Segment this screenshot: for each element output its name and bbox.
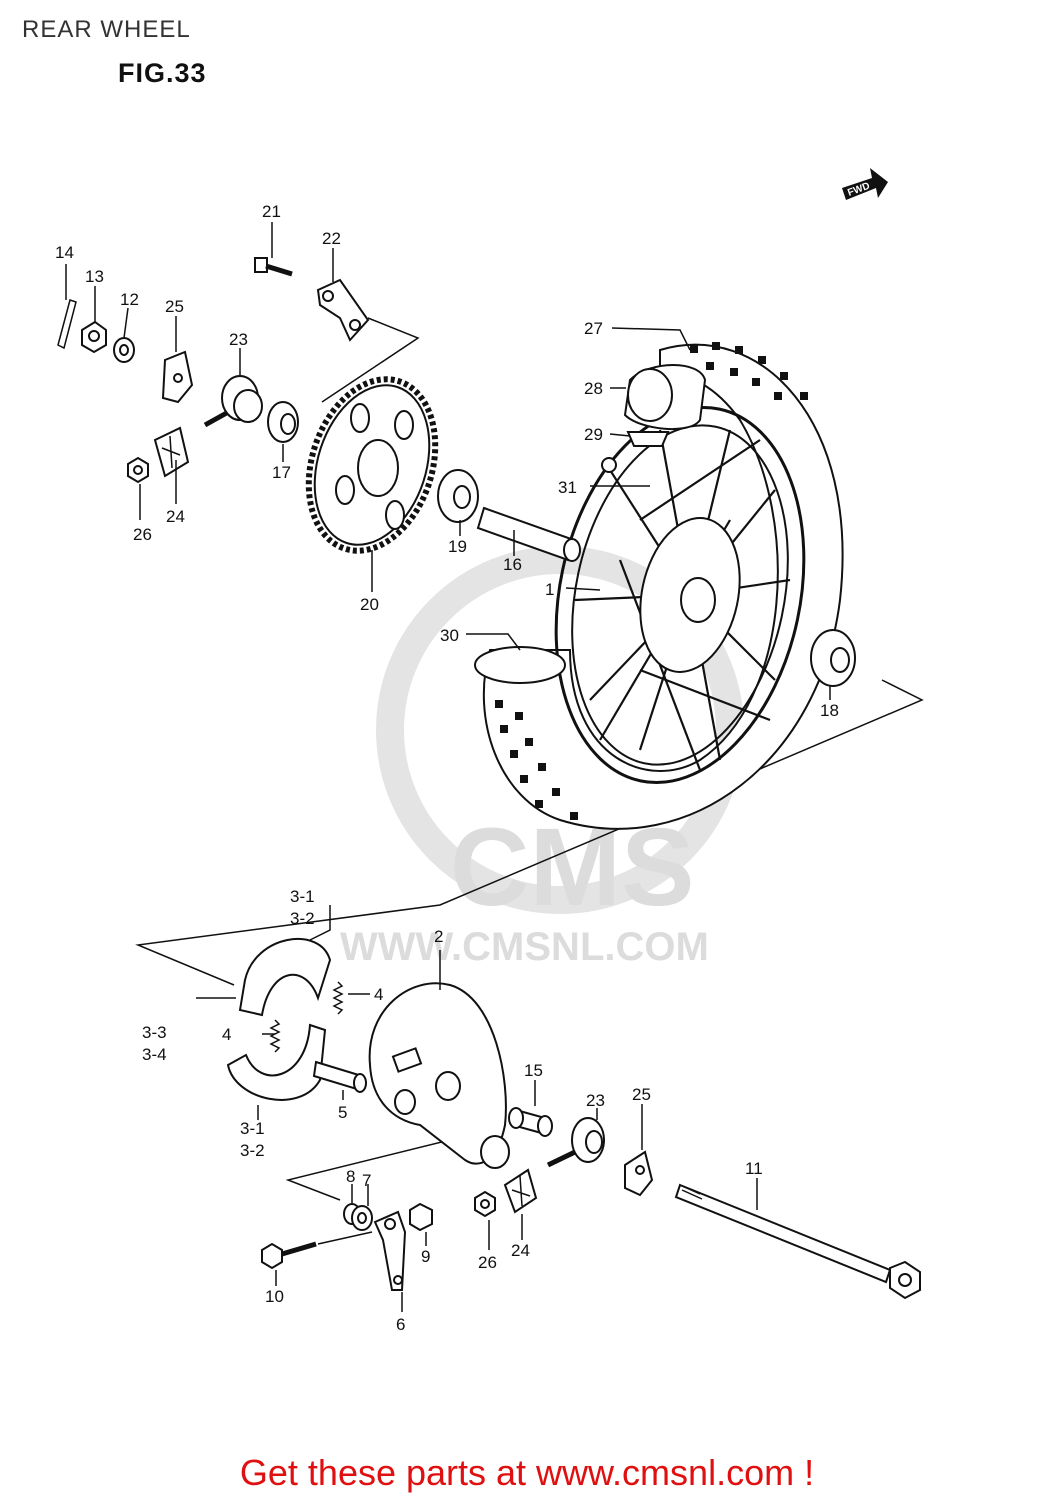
callout-3-1b: 3-1 [240, 1119, 265, 1138]
bolt-21 [254, 257, 293, 277]
callout-18: 18 [820, 701, 839, 720]
callout-26a: 26 [133, 525, 152, 544]
callout-14: 14 [55, 243, 74, 262]
callout-8: 8 [346, 1167, 355, 1186]
callout-28: 28 [584, 379, 603, 398]
nut-9 [409, 1202, 433, 1232]
watermark: CMS WWW.CMSNL.COM [340, 546, 744, 969]
callout-1: 1 [545, 580, 554, 599]
callout-3-1a: 3-1 [290, 887, 315, 906]
callout-19: 19 [448, 537, 467, 556]
exploded-parts-diagram: CMS WWW.CMSNL.COM FWD [55, 168, 924, 1334]
callout-2: 2 [434, 927, 443, 946]
spacer-17 [267, 401, 299, 443]
callout-10: 10 [265, 1287, 284, 1306]
guide-lines [135, 317, 924, 1201]
callout-20: 20 [360, 595, 379, 614]
callout-3-3: 3-3 [142, 1023, 167, 1042]
spring-4a [332, 981, 344, 1015]
callout-3-2b: 3-2 [240, 1141, 265, 1160]
cam-lever-6 [373, 1210, 407, 1291]
watermark-brand: CMS [450, 806, 694, 929]
footer-link[interactable]: Get these parts at www.cmsnl.com ! [239, 1452, 815, 1493]
callout-15: 15 [524, 1061, 543, 1080]
callout-labels: 14 13 12 25 23 21 22 17 24 26 20 19 16 2… [55, 202, 839, 1334]
nut-26 [127, 456, 149, 484]
cotter-pin [57, 299, 77, 350]
chain-adjuster-24 [153, 426, 190, 478]
callout-13: 13 [85, 267, 104, 286]
callout-22: 22 [322, 229, 341, 248]
valve-31 [601, 457, 617, 473]
callout-23a: 23 [229, 330, 248, 349]
callout-9: 9 [421, 1247, 430, 1266]
chain-adjuster-24b [503, 1168, 538, 1214]
seal-7 [351, 1205, 373, 1231]
callout-3-4: 3-4 [142, 1045, 167, 1064]
callout-16: 16 [503, 555, 522, 574]
axle-11 [674, 1183, 921, 1300]
callout-21: 21 [262, 202, 281, 221]
leader-lines [65, 222, 831, 1312]
callout-17: 17 [272, 463, 291, 482]
bearing-18 [810, 629, 856, 687]
callout-31: 31 [558, 478, 577, 497]
wheel-rim [554, 405, 806, 785]
spacer-15 [508, 1107, 553, 1137]
nut-26b [474, 1190, 496, 1218]
washer-12 [113, 337, 135, 363]
watermark-url: WWW.CMSNL.COM [340, 925, 709, 969]
figure-number: FIG.33 [118, 58, 207, 88]
callout-12: 12 [120, 290, 139, 309]
callout-4b: 4 [222, 1025, 231, 1044]
rim-band-30 [474, 646, 566, 684]
callout-23b: 23 [586, 1091, 605, 1110]
bolt-23b [546, 1117, 605, 1168]
rim-band [626, 431, 670, 447]
spring-4b [269, 1019, 281, 1053]
sprocket [305, 376, 439, 554]
fwd-label: FWD [846, 181, 871, 199]
cam-shaft-5 [312, 1060, 367, 1093]
tyre [482, 342, 844, 830]
callout-25b: 25 [632, 1085, 651, 1104]
callout-24a: 24 [166, 507, 185, 526]
spacer-16 [476, 506, 581, 562]
brake-shoe-lower [226, 1023, 327, 1101]
brake-panel [368, 982, 510, 1169]
callout-29: 29 [584, 425, 603, 444]
callout-30: 30 [440, 626, 459, 645]
lock-washer-22 [316, 278, 370, 342]
bearing-19 [437, 469, 479, 523]
callout-3-2a: 3-2 [290, 909, 315, 928]
bolt-23 [203, 375, 263, 428]
page-title: REAR WHEEL [22, 16, 191, 43]
callout-25a: 25 [165, 297, 184, 316]
fwd-arrow-icon: FWD [842, 168, 888, 200]
chain-adjuster-25 [161, 350, 194, 404]
callout-11: 11 [745, 1159, 763, 1178]
chain-adjuster-25b [624, 1150, 654, 1197]
callout-6: 6 [396, 1315, 405, 1334]
callout-26b: 26 [478, 1253, 497, 1272]
brake-shoe-upper [238, 938, 332, 1017]
callout-5: 5 [338, 1103, 347, 1122]
inner-tube [623, 364, 707, 431]
callout-27: 27 [584, 319, 603, 338]
callout-24b: 24 [511, 1241, 530, 1260]
bolt-10 [261, 1241, 317, 1270]
callout-7: 7 [362, 1171, 371, 1190]
axle-nut [81, 320, 107, 354]
callout-4a: 4 [374, 985, 383, 1004]
